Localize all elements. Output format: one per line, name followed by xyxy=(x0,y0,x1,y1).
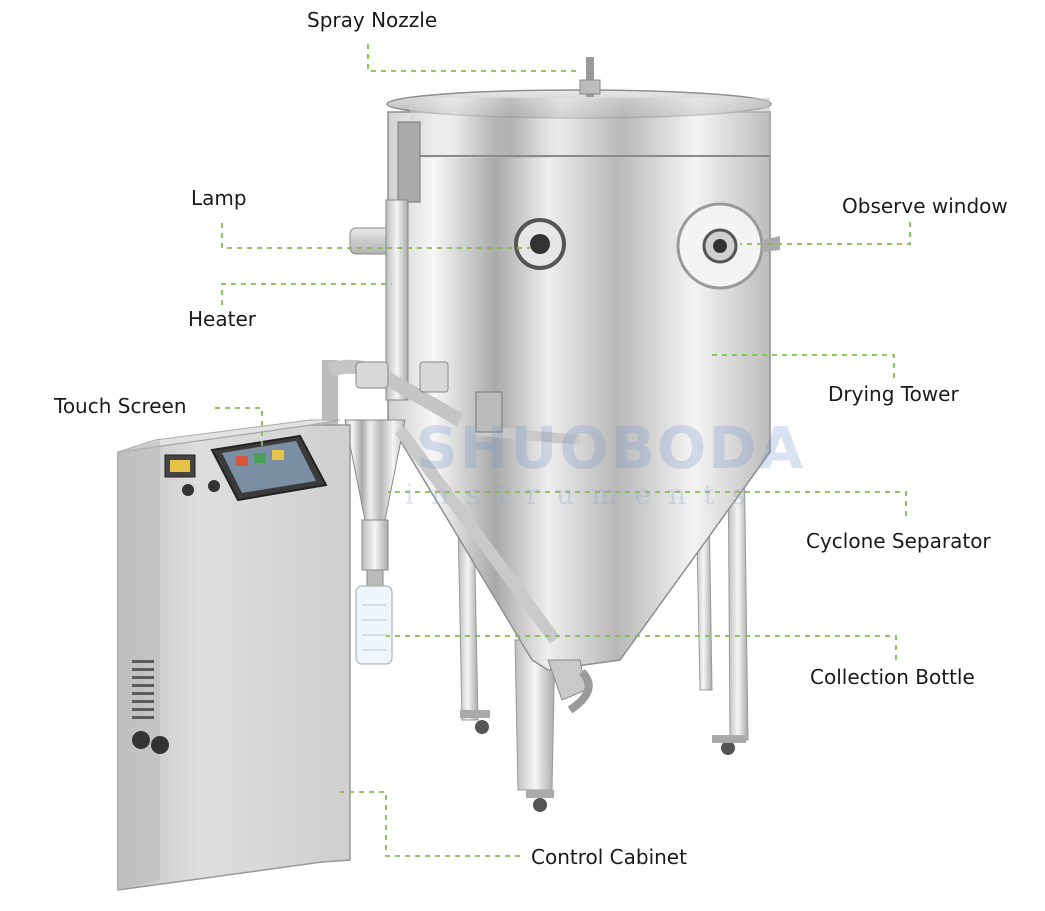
spray-nozzle-part xyxy=(579,57,601,97)
leader-heater xyxy=(221,283,392,305)
lamp-part xyxy=(349,121,421,401)
label-collection-bottle: Collection Bottle xyxy=(810,665,975,689)
drying-tower xyxy=(386,89,772,714)
control-cabinet-part xyxy=(117,419,351,891)
collection-bottle-part xyxy=(355,569,393,665)
watermark-sub: instruments xyxy=(405,478,763,511)
label-lamp: Lamp xyxy=(191,186,247,210)
leader-lamp xyxy=(221,223,530,249)
observe-window-part xyxy=(676,202,780,290)
sight-glass xyxy=(514,218,566,270)
label-observe-window: Observe window xyxy=(842,194,1008,218)
watermark-brand: SHUOBODA xyxy=(416,414,806,482)
leader-collection-bottle xyxy=(386,635,897,660)
leader-spray-nozzle xyxy=(367,44,578,72)
cyclone-separator-part xyxy=(322,359,581,644)
leader-touch-screen xyxy=(215,407,263,448)
leader-lines xyxy=(215,44,911,857)
leader-cyclone-separator xyxy=(388,491,907,516)
leader-drying-tower xyxy=(708,354,895,378)
label-drying-tower: Drying Tower xyxy=(828,382,959,406)
label-control-cabinet: Control Cabinet xyxy=(531,845,687,869)
label-cyclone-separator: Cyclone Separator xyxy=(806,529,991,553)
label-heater: Heater xyxy=(188,307,256,331)
label-spray-nozzle: Spray Nozzle xyxy=(307,8,438,32)
leader-observe-window xyxy=(740,222,911,245)
leader-control-cabinet xyxy=(340,791,520,857)
label-touch-screen: Touch Screen xyxy=(54,394,187,418)
touch-screen-part xyxy=(210,434,328,502)
